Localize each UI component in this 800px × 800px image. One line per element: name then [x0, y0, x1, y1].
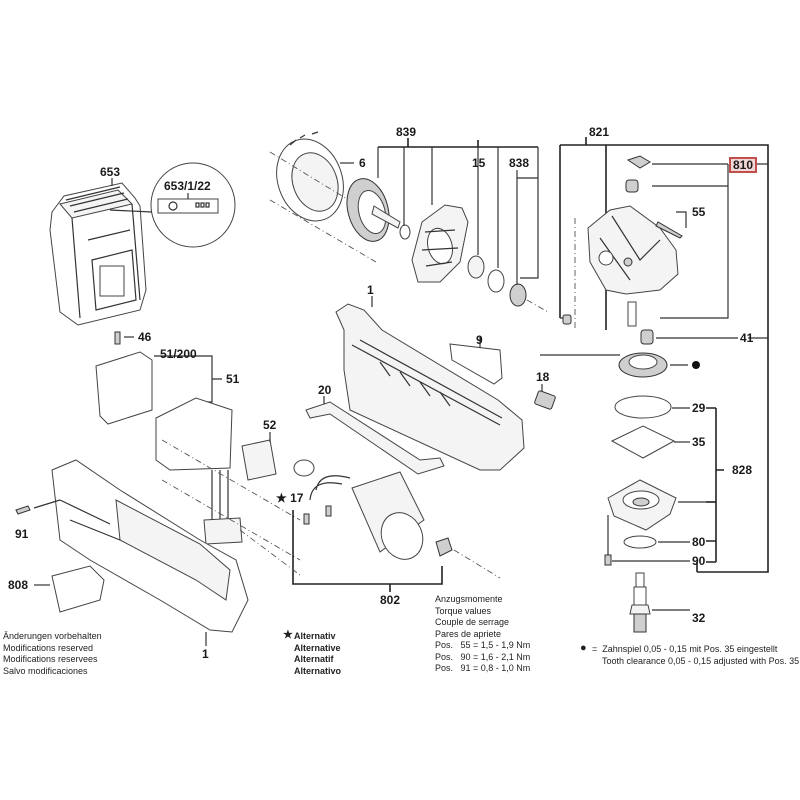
pinion-part[interactable]	[509, 283, 527, 307]
label-15: 15	[472, 156, 486, 170]
label-653: 653	[100, 165, 121, 179]
label-51: 51	[226, 372, 240, 386]
label-plate-9-part[interactable]	[449, 343, 503, 385]
spring-46-part[interactable]	[114, 331, 121, 345]
terminal-block-part[interactable]	[203, 517, 243, 545]
screw-55-part[interactable]	[655, 221, 683, 239]
label-9: 9	[476, 333, 483, 347]
label-821: 821	[589, 125, 610, 139]
switch-slider-part[interactable]	[305, 401, 445, 475]
label-1-shell: 1	[202, 647, 209, 661]
fan-cover-part[interactable]	[266, 130, 355, 231]
label-35: 35	[692, 435, 706, 449]
screw-90-part[interactable]	[604, 554, 612, 566]
star-icon: ★	[283, 629, 293, 641]
label-91: 91	[15, 527, 29, 541]
gear-wheel-part[interactable]	[340, 174, 401, 246]
housing-half-part[interactable]	[335, 303, 525, 471]
label-802: 802	[380, 593, 401, 607]
label-838: 838	[509, 156, 530, 170]
label-46: 46	[138, 330, 152, 344]
washer-80-part[interactable]	[623, 535, 657, 549]
label-32: 32	[692, 611, 706, 625]
label-1-housing: 1	[367, 283, 374, 297]
gear-housing-part[interactable]	[587, 205, 679, 295]
label-52: 52	[263, 418, 277, 432]
housing-shell-part[interactable]	[51, 459, 249, 633]
battery-pack-part[interactable]	[49, 182, 147, 326]
label-808: 808	[8, 578, 29, 592]
capacitor-52-part[interactable]	[241, 439, 277, 481]
label-653-1-22: 653/1/22	[164, 179, 211, 193]
cover-808-part[interactable]	[51, 565, 105, 613]
gasket-part[interactable]	[610, 425, 676, 459]
sleeve-41-part[interactable]	[640, 329, 654, 345]
bearing-flange-part[interactable]	[411, 204, 469, 283]
label-18: 18	[536, 370, 550, 384]
ball-bearing-part[interactable]	[487, 269, 505, 293]
electronics-module-part[interactable]	[155, 397, 233, 471]
washer-part[interactable]	[399, 224, 411, 240]
dot-icon: ●	[580, 642, 587, 654]
label-51-200: 51/200	[160, 347, 197, 361]
pinion-802-part[interactable]	[435, 537, 453, 557]
bevel-gear-part[interactable]	[618, 352, 668, 378]
seal-ring-part[interactable]	[467, 255, 485, 279]
switch-cover-18-part[interactable]	[534, 390, 556, 410]
spring-part[interactable]	[625, 179, 639, 193]
tooth-clearance-dot	[692, 361, 700, 369]
label-29: 29	[692, 401, 706, 415]
label-839: 839	[396, 125, 417, 139]
torque-values-note: Anzugsmomente Torque values Couple de se…	[435, 594, 531, 673]
spindle-pin-part[interactable]	[627, 301, 637, 327]
label-828: 828	[732, 463, 753, 477]
motor-part[interactable]	[303, 471, 430, 566]
label-20: 20	[318, 383, 332, 397]
alternative-note: ★ Alternativ Alternative Alternatif Alte…	[283, 629, 342, 676]
star-icon: ★	[276, 491, 287, 505]
screw-91-part[interactable]	[15, 505, 31, 515]
label-90: 90	[692, 554, 706, 568]
o-ring-part[interactable]	[614, 395, 672, 419]
bearing-flange-828-part[interactable]	[607, 479, 677, 531]
label-55: 55	[692, 205, 706, 219]
battery-connector-part[interactable]	[95, 351, 153, 425]
cap-part[interactable]	[626, 155, 651, 169]
label-17: ★ 17	[276, 491, 304, 505]
spindle-part[interactable]	[629, 572, 651, 633]
tooth-clearance-note: ● = Zahnspiel 0,05 - 0,15 mit Pos. 35 ei…	[580, 642, 800, 666]
detail-callout-653-1-22	[109, 162, 236, 248]
label-80: 80	[692, 535, 706, 549]
label-810-highlighted[interactable]: 810	[729, 157, 758, 173]
ring-17-part[interactable]	[293, 459, 315, 477]
modifications-note: Änderungen vorbehalten Modifications res…	[3, 631, 102, 676]
bushing-part[interactable]	[562, 314, 572, 325]
label-6: 6	[359, 156, 366, 170]
label-41: 41	[740, 331, 754, 345]
